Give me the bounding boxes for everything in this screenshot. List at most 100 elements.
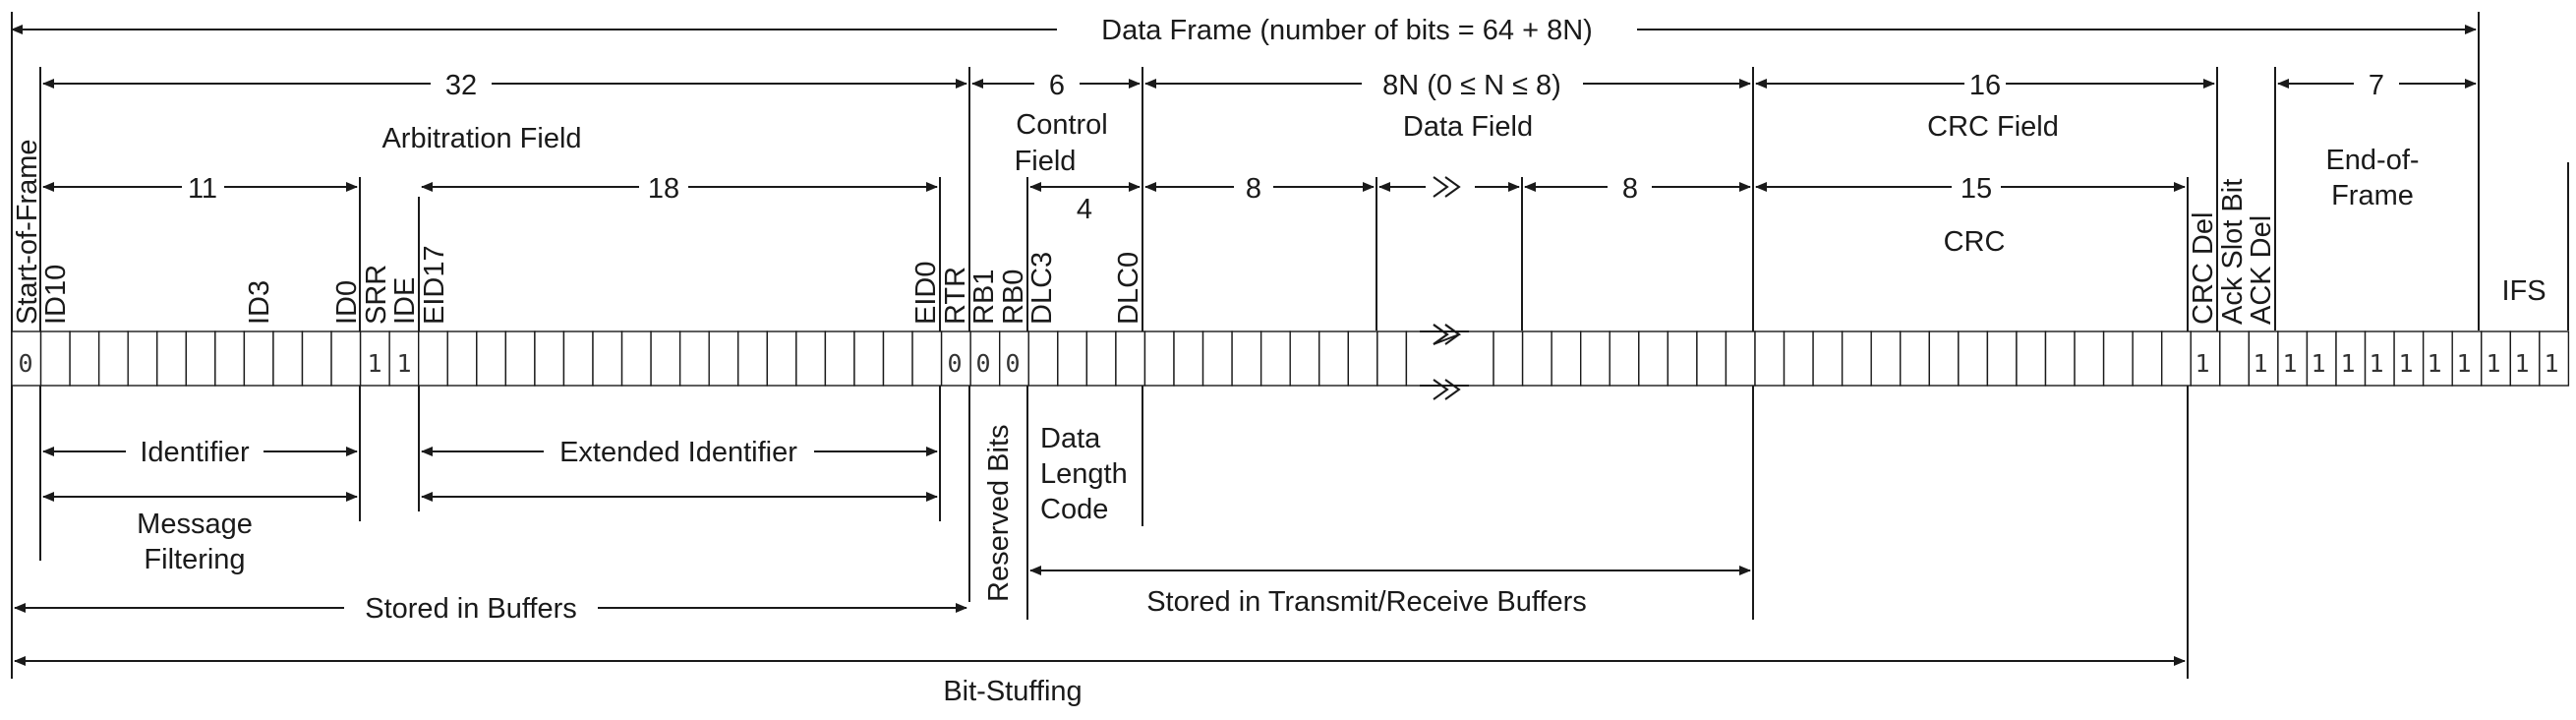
bit-cell [97,330,129,387]
bit-cell [853,330,885,387]
arbitration-bit-count: 32 [445,70,477,101]
bit-row [11,330,2570,387]
bit-cell [476,330,507,387]
bit-cell [504,330,536,387]
dlc-label-line2: Length [1040,458,1128,490]
field-span-arrows: 32 6 8N (0 ≤ N ≤ 8) 16 7 [42,70,2477,101]
bit-cell [911,330,943,387]
dlc-label-line1: Data [1040,423,1101,454]
bit-cell [185,330,216,387]
control-field-label-line2: Field [1015,146,1077,177]
bit-value-eof: 1 [2398,349,2413,378]
eof-label-line2: Frame [2331,180,2414,211]
bit-cell [2190,330,2221,387]
bit-cell [2422,330,2453,387]
bit-cell [127,330,158,387]
bit-cell [1754,330,1786,387]
bit-cell [1347,330,1378,387]
bit-value-eof: 1 [2311,349,2325,378]
bit-cell [737,330,768,387]
bit-cell [2481,330,2511,387]
bit-label-ack-del: ACK Del [2246,215,2277,325]
bit-cell [418,330,448,387]
crc-field-bit-count: 16 [1969,70,2001,101]
bit-cell [446,330,478,387]
bit-cell [1057,330,1088,387]
message-filtering-line1: Message [137,509,253,540]
bit-cell [2102,330,2134,387]
bit-cell [69,330,100,387]
bit-value-ifs: 1 [2486,349,2500,378]
bit-cell [1521,330,1552,387]
bit-value-srr: 1 [367,349,381,378]
control-field-label-line1: Control [1016,109,1108,141]
bit-cell [2016,330,2047,387]
bit-cell [1143,330,1175,387]
bit-value-ack-del: 1 [2253,349,2267,378]
bit-cell [1551,330,1582,387]
bit-cell [330,330,362,387]
bit-cell [11,330,42,387]
bit-cell [708,330,739,387]
identifier-bit-count: 11 [188,173,217,205]
data-frame-title: Data Frame (number of bits = 64 + 8N) [1101,15,1593,46]
bit-cell [1928,330,1960,387]
bit-value-eof: 1 [2340,349,2355,378]
bit-cell [766,330,797,387]
lower-annotations: Identifier Extended Identifier Message F… [14,423,2186,707]
bit-value-eof: 1 [2427,349,2441,378]
data-field-label: Data Field [1403,111,1533,143]
bit-label-srr: SRR [361,265,392,325]
bit-cell [1579,330,1610,387]
bit-cell [39,330,71,387]
bit-cell [1027,330,1059,387]
extended-identifier-bit-count: 18 [648,173,679,205]
bit-cell [2248,330,2279,387]
bit-cell [388,330,420,387]
data-field-break-marks [1420,318,1469,400]
bit-label-id0: ID0 [331,280,363,325]
bit-cell [2132,330,2163,387]
identifier-label: Identifier [140,437,250,468]
bit-label-dlc0: DLC0 [1113,252,1144,325]
bit-cell [1289,330,1320,387]
bit-cell [1783,330,1814,387]
bit-cell [2539,330,2570,387]
bit-cell [1609,330,1640,387]
bit-label-eid17: EID17 [419,245,450,325]
bit-cell [1115,330,1146,387]
bit-label-id3: ID3 [244,280,275,325]
bit-cell [1986,330,2018,387]
bit-cell [1376,330,1408,387]
dlc-bit-count: 4 [1077,194,1092,225]
bit-cell [824,330,855,387]
bit-cell [156,330,187,387]
dlc-label-line3: Code [1040,494,1108,525]
bit-cell [2509,330,2541,387]
bit-cell [534,330,565,387]
bit-label-eid0: EID0 [910,262,942,325]
bit-cell [301,330,332,387]
bit-cell [678,330,710,387]
bit-cell [1085,330,1117,387]
crc-sequence-bit-count: 15 [1961,173,1992,205]
bit-values: 0 1 1 0 0 0 1 1 1 1 1 1 1 1 1 1 1 1 [18,349,2558,378]
bit-cell [2074,330,2105,387]
bit-label-id10: ID10 [40,265,72,325]
bit-cell [2160,330,2192,387]
bit-stuffing-label: Bit-Stuffing [943,676,1082,707]
bit-label-ide: IDE [389,277,421,325]
bit-cell [1812,330,1844,387]
bit-value-ifs: 1 [2514,349,2529,378]
bit-cell [1725,330,1756,387]
bit-label-rb1: RB1 [968,270,1000,325]
bit-cell [1173,330,1204,387]
bit-value-ide: 1 [396,349,411,378]
bit-cell [795,330,827,387]
bit-labels: Start-of-Frame ID10 ID3 ID0 SRR IDE EID1… [12,139,2277,325]
bit-value-rtr: 0 [947,349,962,378]
bit-cell [1696,330,1727,387]
bit-cell [1318,330,1349,387]
crc-sequence-label: CRC [1944,226,2006,258]
